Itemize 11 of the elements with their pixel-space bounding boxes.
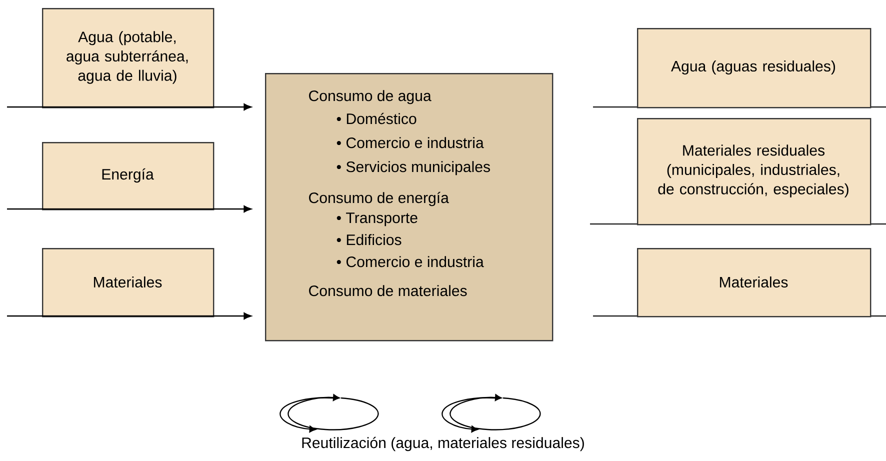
consumption-box: Consumo de agua • Doméstico • Comercio e industria • Servicios municipales Consumo de energía • Transporte • Edificios • Comercio e industria Consumo de materiales	[265, 73, 554, 342]
resource-box: Agua (potable, agua subterránea, agua de lluvia)	[42, 8, 214, 108]
resource-box: Materiales	[637, 248, 872, 318]
arrow	[7, 104, 252, 110]
arrow	[7, 312, 252, 320]
resource-box: Materiales residuales (municipales, industriales, de construcción, especiales)	[637, 118, 872, 226]
resource-box: Energía	[42, 142, 214, 210]
caption-label: Reutilización (agua, materiales residuales)	[302, 436, 584, 452]
arrow	[7, 206, 252, 212]
resource-box: Materiales	[42, 248, 214, 318]
resource-box: Agua (aguas residuales)	[637, 28, 872, 108]
